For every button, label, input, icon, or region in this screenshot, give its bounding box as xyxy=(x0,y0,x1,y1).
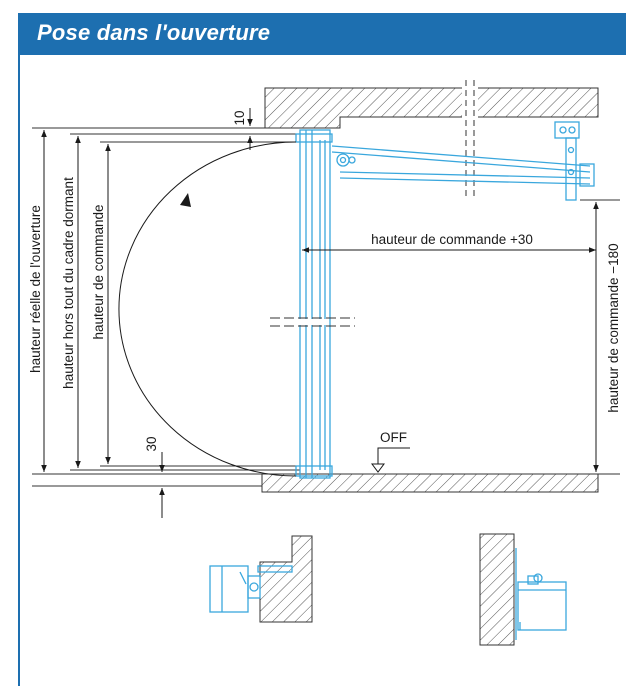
door-frame xyxy=(295,129,333,479)
floor-level-marker xyxy=(371,447,410,473)
label-overall-frame-height: hauteur hors tout du cadre dormant xyxy=(61,177,76,389)
swing-arc xyxy=(118,141,297,477)
label-control-height: hauteur de commande xyxy=(91,204,106,339)
dim-lines-left xyxy=(41,130,111,472)
label-real-opening-height: hauteur réelle de l'ouverture xyxy=(28,205,43,373)
closer-arm xyxy=(331,121,595,201)
page-title: Pose dans l'ouverture xyxy=(37,20,271,45)
header-bar xyxy=(18,13,626,55)
label-control-height-minus: hauteur de commande −180 xyxy=(606,243,621,412)
label-control-height-plus: hauteur de commande +30 xyxy=(371,232,533,247)
detail-right xyxy=(479,533,567,646)
label-floor-level: OFF xyxy=(380,430,407,445)
left-border xyxy=(18,55,20,686)
detail-left xyxy=(209,535,313,623)
label-10: 10 xyxy=(232,110,247,125)
break-lines-frame xyxy=(270,317,355,327)
lintel-wall xyxy=(264,84,599,129)
reference-lines xyxy=(32,127,620,487)
label-30: 30 xyxy=(144,436,159,451)
break-lines-top xyxy=(465,80,475,200)
